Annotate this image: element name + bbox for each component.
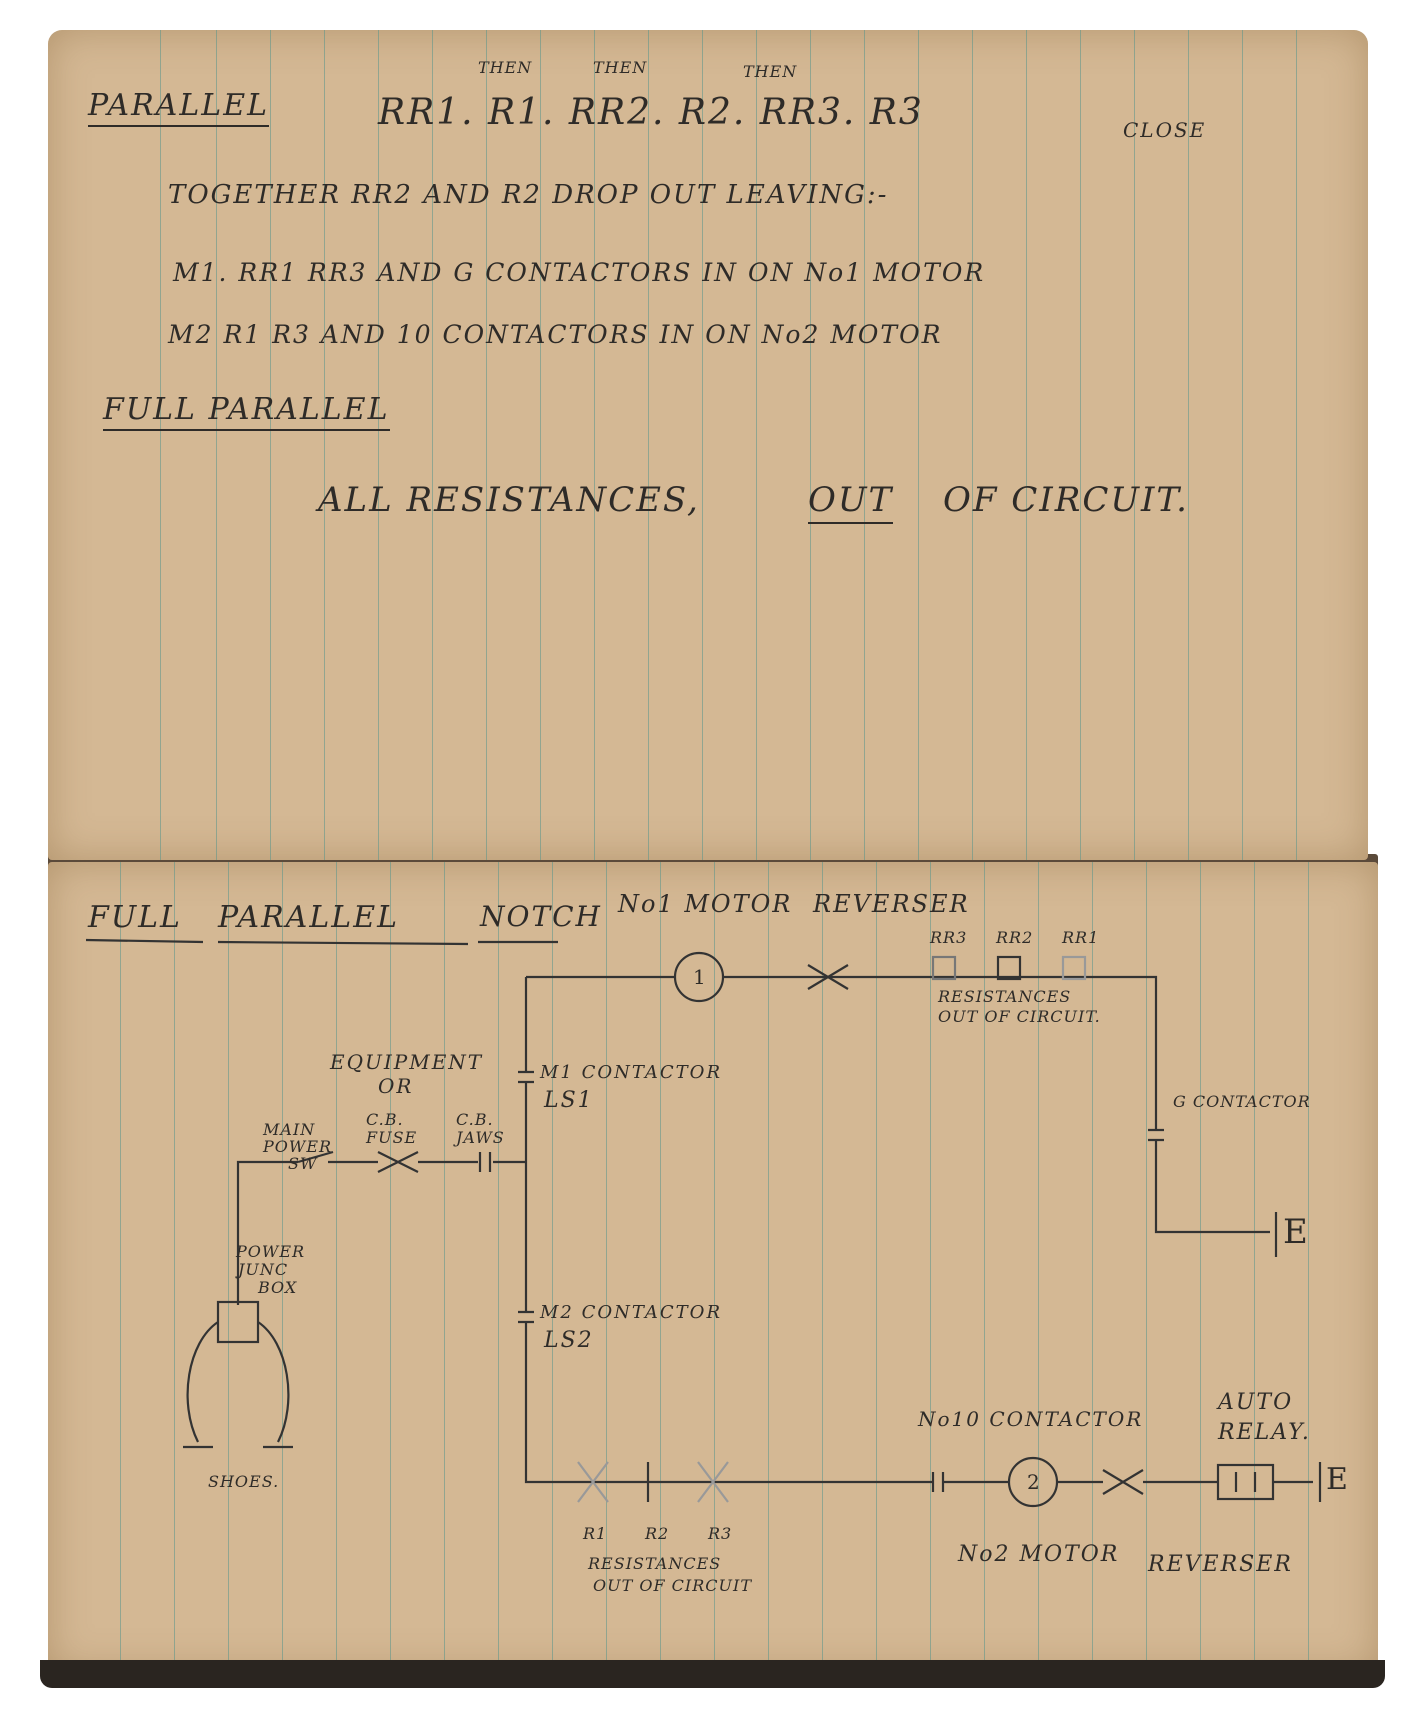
note-line-6b: OF CIRCUIT. (943, 480, 1189, 520)
m1-contactor-label: M1 CONTACTOR (540, 1062, 722, 1083)
note-line-6-out: OUT (808, 480, 894, 524)
no10-contactor-label: No10 CONTACTOR (918, 1407, 1144, 1431)
bottom-notebook-page: FULL PARALLEL NOTCH No1 MOTOR REVERSER 1… (48, 862, 1378, 1672)
cb-jaws-label-1: C.B. (456, 1110, 494, 1129)
r3-label: R3 (708, 1524, 733, 1543)
diagram-heading-notch: NOTCH (480, 900, 602, 933)
rr1-label: RR1 (1062, 928, 1100, 947)
notebook-back-cover (40, 1660, 1385, 1688)
cb-fuse-label-2: FUSE (366, 1128, 418, 1147)
diagram-heading-parallel: PARALLEL (218, 900, 400, 935)
reverser-2-label: REVERSER (1148, 1552, 1293, 1577)
power-box-label-2: JUNC (238, 1260, 289, 1279)
reverser-1-label: REVERSER (813, 890, 970, 918)
cb-jaws-label-2: JAWS (456, 1128, 505, 1147)
contactor-sequence: RR1. R1. RR2. R2. RR3. R3 (378, 92, 924, 133)
main-power-label-1: MAIN (263, 1120, 316, 1139)
resistances-bottom-line1: RESISTANCES (588, 1554, 722, 1573)
motor-2-number: 2 (1027, 1470, 1042, 1494)
motor-1-label: No1 MOTOR (618, 890, 793, 918)
power-box-label-3: BOX (258, 1278, 298, 1297)
main-power-label-3: SW (288, 1154, 318, 1173)
note-line-4: M2 R1 R3 AND 10 CONTACTORS IN ON No2 MOT… (168, 320, 943, 349)
parallel-heading: PARALLEL (88, 88, 270, 127)
then-annotation-1: THEN (478, 58, 533, 77)
r2-label: R2 (645, 1524, 670, 1543)
rr3-label: RR3 (930, 928, 968, 947)
auto-relay-label-2: RELAY. (1218, 1420, 1311, 1445)
close-word: CLOSE (1123, 118, 1207, 142)
m2-contactor-label: M2 CONTACTOR (540, 1302, 722, 1323)
top-notebook-page: THEN THEN THEN PARALLEL RR1. R1. RR2. R2… (48, 30, 1368, 860)
or-label: OR (378, 1074, 414, 1098)
earth-symbol-2: E (1326, 1462, 1350, 1497)
circuit-diagram (85, 938, 1322, 1508)
cb-fuse-label-1: C.B. (366, 1110, 404, 1129)
rr2-label: RR2 (996, 928, 1034, 947)
motor-1-symbol (673, 951, 725, 1003)
shoes-label: SHOES. (208, 1472, 280, 1491)
resistances-top-line1: RESISTANCES (938, 987, 1072, 1006)
ls2-label: LS2 (544, 1328, 594, 1353)
then-annotation-2: THEN (593, 58, 648, 77)
full-parallel-heading: FULL PARALLEL (103, 392, 390, 431)
equipment-label: EQUIPMENT (330, 1050, 484, 1074)
earth-symbol-1: E (1283, 1212, 1310, 1252)
power-box-label-1: POWER (236, 1242, 306, 1261)
resistances-bottom-line2: OUT OF CIRCUIT (593, 1576, 752, 1595)
main-power-label-2: POWER (263, 1137, 333, 1156)
motor-2-label: No2 MOTOR (958, 1542, 1120, 1567)
auto-relay-label-1: AUTO (1218, 1390, 1294, 1415)
r1-label: R1 (583, 1524, 608, 1543)
ls1-label: LS1 (544, 1088, 594, 1113)
diagram-heading-full: FULL (88, 900, 182, 935)
then-annotation-3: THEN (743, 62, 798, 81)
note-line-6a: ALL RESISTANCES, (318, 480, 700, 520)
g-contactor-label: G CONTACTOR (1173, 1092, 1311, 1111)
motor-1-number: 1 (693, 965, 708, 989)
resistances-top-line2: OUT OF CIRCUIT. (938, 1007, 1101, 1026)
note-line-2: TOGETHER RR2 AND R2 DROP OUT LEAVING:- (168, 180, 889, 210)
note-line-3: M1. RR1 RR3 AND G CONTACTORS IN ON No1 M… (173, 258, 986, 287)
motor-2-symbol (1007, 1456, 1059, 1508)
